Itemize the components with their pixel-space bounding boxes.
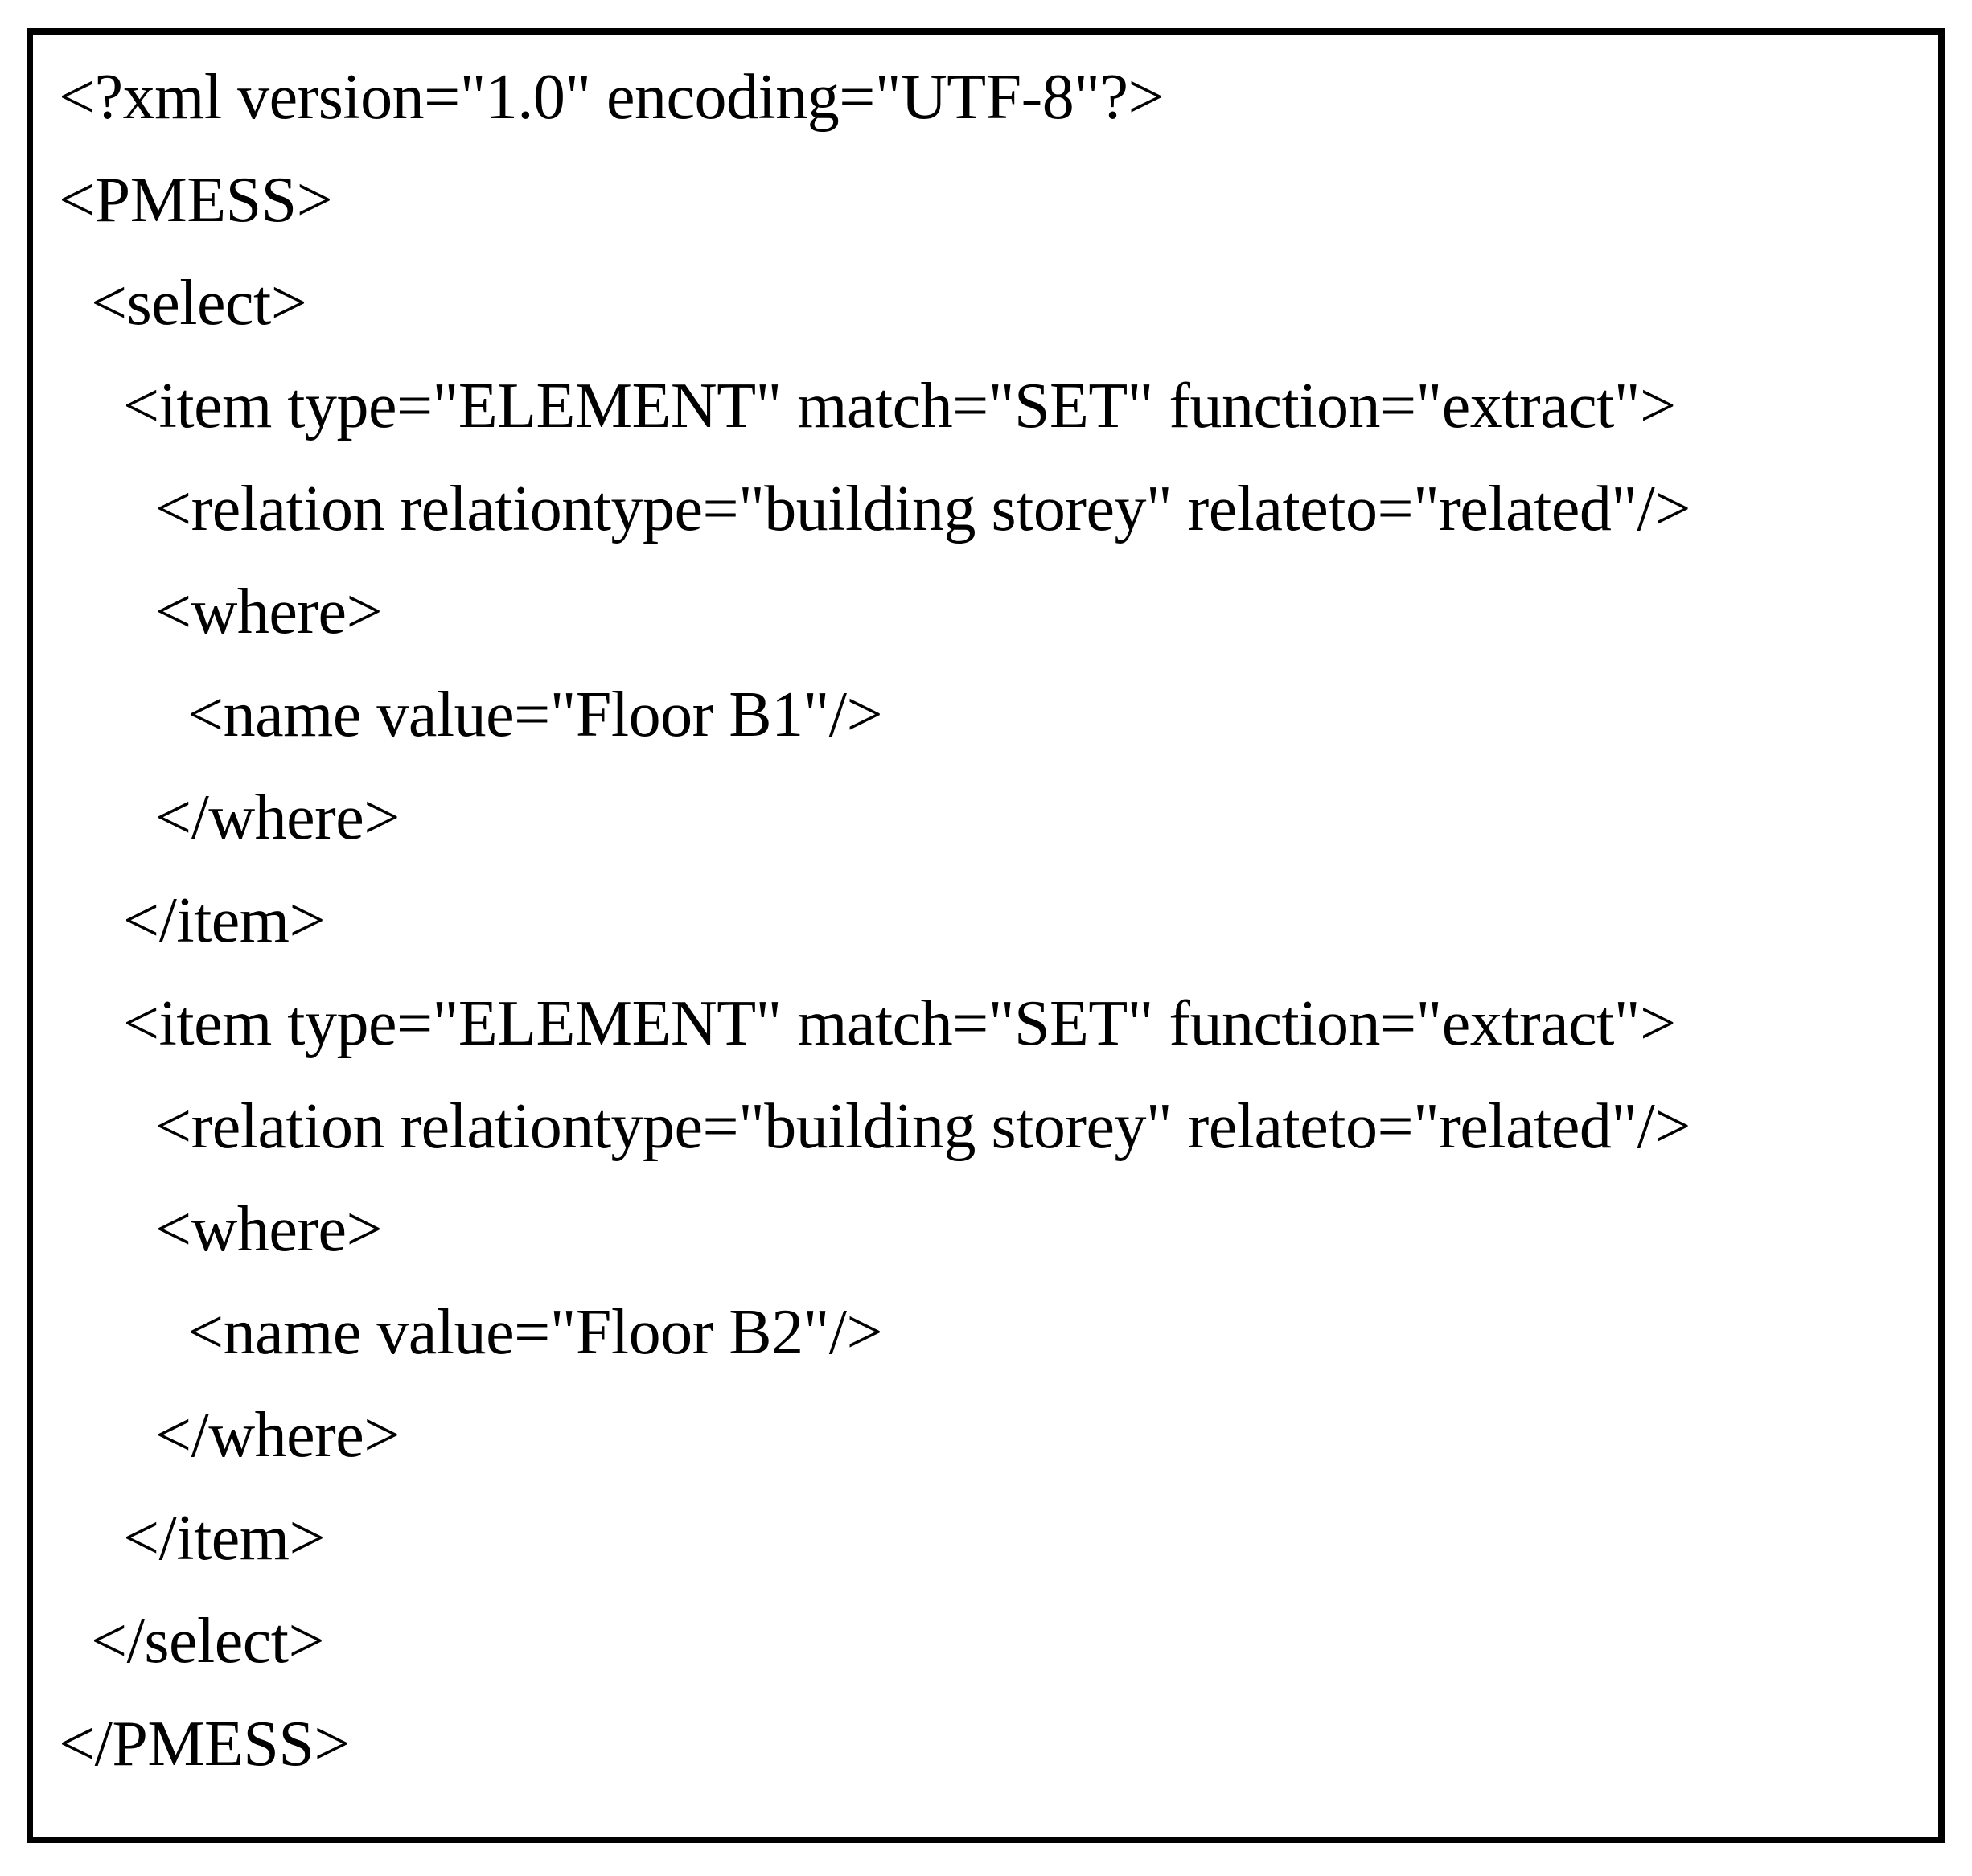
figure-frame: <?xml version="1.0" encoding="UTF-8"?> <P… <box>27 28 1945 1843</box>
code-line: </where> <box>155 782 400 853</box>
code-line: <item type="ELEMENT" match="SET" functio… <box>123 371 1676 441</box>
xml-code-listing: <?xml version="1.0" encoding="UTF-8"?> <P… <box>33 35 1938 1810</box>
code-line: <relation relationtype="building storey"… <box>155 474 1691 544</box>
code-line: <where> <box>155 577 383 647</box>
code-line: <relation relationtype="building storey"… <box>155 1091 1691 1162</box>
code-line: <item type="ELEMENT" match="SET" functio… <box>123 988 1676 1059</box>
code-line: <name value="Floor B2"/> <box>187 1297 883 1368</box>
code-line: </where> <box>155 1400 400 1471</box>
code-line: </PMESS> <box>59 1709 350 1780</box>
code-line: </item> <box>123 1503 326 1574</box>
code-line: <PMESS> <box>59 165 333 236</box>
code-line: <where> <box>155 1194 383 1265</box>
code-line: <name value="Floor B1"/> <box>187 679 883 750</box>
code-line: <?xml version="1.0" encoding="UTF-8"?> <box>59 62 1165 133</box>
code-line: </item> <box>123 885 326 956</box>
code-line: </select> <box>91 1606 325 1677</box>
code-line: <select> <box>91 268 307 339</box>
